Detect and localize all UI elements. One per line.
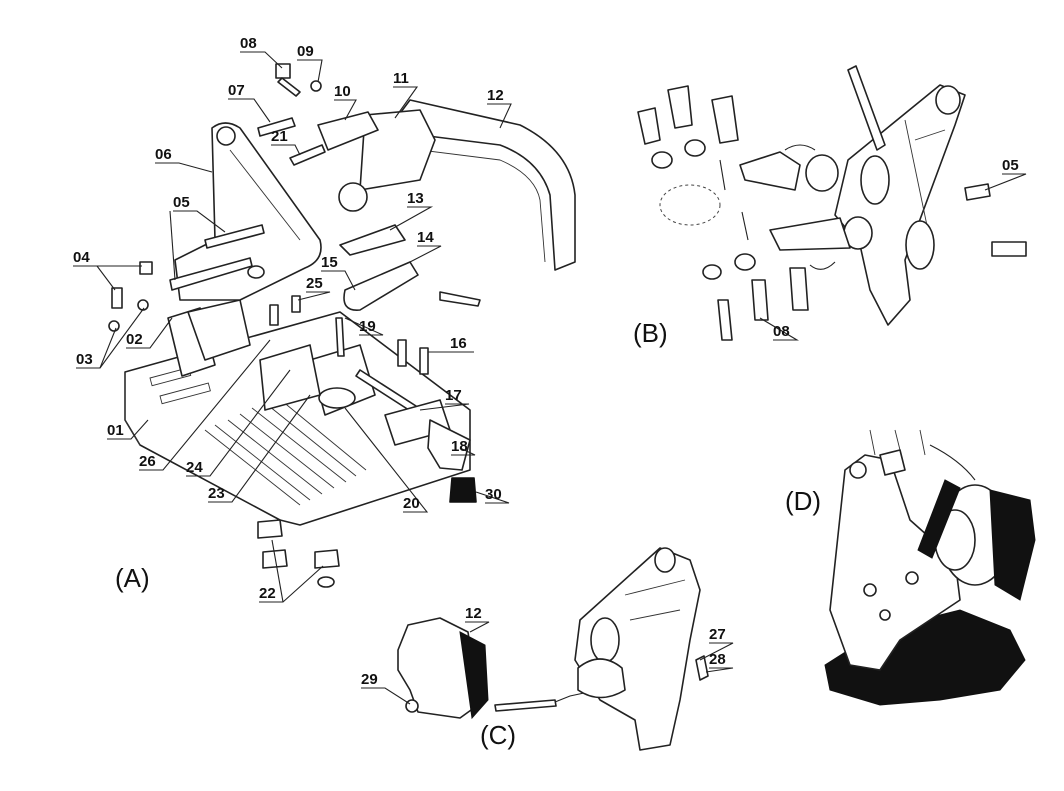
leader-lines-c — [361, 621, 734, 705]
assembly-a — [108, 63, 576, 588]
callout-12: 12 — [487, 87, 504, 104]
callout-c-29: 29 — [361, 671, 378, 688]
leader-lines-a — [73, 51, 512, 603]
assembly-b — [637, 65, 1027, 341]
callout-11: 11 — [393, 70, 409, 87]
callout-19: 19 — [359, 318, 376, 335]
assembly-d — [824, 429, 1036, 706]
callout-25: 25 — [306, 275, 323, 292]
section-label-b: (B) — [633, 318, 668, 348]
callout-09: 09 — [297, 43, 314, 60]
callouts-a: 08 09 07 10 11 12 21 06 05 13 14 04 15 2… — [73, 35, 504, 602]
callout-15: 15 — [321, 254, 338, 271]
callout-b-05: 05 — [1002, 157, 1019, 174]
callout-c-27: 27 — [709, 626, 726, 643]
callout-20: 20 — [403, 495, 420, 512]
callout-21: 21 — [271, 128, 288, 145]
assembly-c — [397, 547, 709, 751]
callout-14: 14 — [417, 229, 434, 246]
guard-c — [397, 617, 479, 719]
callout-16: 16 — [450, 335, 467, 352]
callout-03: 03 — [76, 351, 93, 368]
callout-01: 01 — [107, 422, 124, 439]
main-arm — [174, 122, 322, 301]
leader-lines-b — [759, 173, 1027, 341]
frame-b — [834, 84, 966, 326]
section-label-d: (D) — [785, 486, 821, 516]
callout-04: 04 — [73, 249, 90, 266]
callout-22: 22 — [259, 585, 276, 602]
callout-06: 06 — [155, 146, 172, 163]
callout-02: 02 — [126, 331, 143, 348]
callout-c-12: 12 — [465, 605, 482, 622]
callout-c-28: 28 — [709, 651, 726, 668]
callout-17: 17 — [445, 387, 462, 404]
wheel-guard — [394, 99, 576, 271]
callout-18: 18 — [451, 438, 468, 455]
section-label-a: (A) — [115, 563, 150, 593]
callout-26: 26 — [139, 453, 156, 470]
callout-23: 23 — [208, 485, 225, 502]
callout-30: 30 — [485, 486, 502, 503]
callout-10: 10 — [334, 83, 351, 100]
callout-07: 07 — [228, 82, 245, 99]
section-label-c: (C) — [480, 720, 516, 750]
callout-13: 13 — [407, 190, 424, 207]
callout-24: 24 — [186, 459, 203, 476]
callout-05: 05 — [173, 194, 190, 211]
callout-b-08: 08 — [773, 323, 790, 340]
callout-08: 08 — [240, 35, 257, 52]
